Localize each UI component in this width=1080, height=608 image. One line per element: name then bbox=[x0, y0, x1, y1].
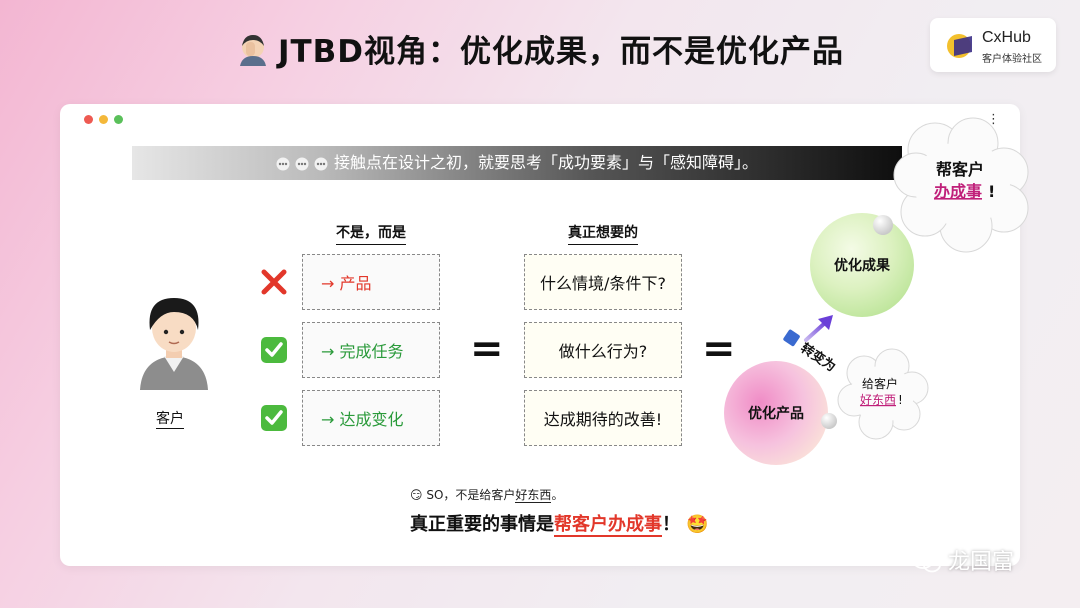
window-close-dot bbox=[84, 115, 93, 124]
watermark-text: 龙国富 bbox=[948, 550, 1015, 575]
conclusion-highlight: 帮客户办成事 bbox=[554, 514, 662, 537]
transform-arrowhead-icon bbox=[818, 315, 833, 330]
not-product-box: → 产品 bbox=[302, 254, 440, 310]
decor-ball bbox=[873, 215, 893, 235]
decor-ball bbox=[821, 413, 837, 429]
banner: 接触点在设计之初，就要思考「成功要素」与「感知障碍」。 bbox=[132, 146, 902, 180]
note-suffix: 。 bbox=[551, 488, 564, 502]
star-struck-emoji-icon: 🤩 bbox=[686, 514, 709, 535]
cloud-help-customer: 帮客户 办成事 ! bbox=[893, 117, 1029, 253]
so-note: 😏 SO，不是给客户好东西。 bbox=[410, 486, 563, 503]
cloud-good-stuff: 给客户 好东西 ! bbox=[837, 348, 929, 440]
cloud-small-end: ! bbox=[898, 393, 903, 407]
banner-text: 接触点在设计之初，就要思考「成功要素」与「感知障碍」。 bbox=[333, 153, 758, 172]
cxhub-logo-icon bbox=[947, 34, 972, 58]
cloud-top-line2: 办成事 bbox=[934, 182, 982, 201]
transform-arrow-icon bbox=[804, 320, 828, 342]
improvement-box: 达成期待的改善! bbox=[524, 390, 682, 446]
outcome-bubble bbox=[810, 213, 914, 317]
context-box: 什么情境/条件下? bbox=[524, 254, 682, 310]
cloud-small-line1: 给客户 bbox=[862, 376, 898, 391]
logo-name: CxHub bbox=[982, 29, 1031, 46]
right-column-header: 真正想要的 bbox=[568, 222, 638, 245]
facepalm-emoji-icon bbox=[239, 35, 266, 66]
slide-window: ⋮ 接触点在设计之初，就要思考「成功要素」与「感知障碍」。 客户 不是，而是 真… bbox=[60, 104, 1020, 566]
wechat-icon bbox=[912, 551, 941, 573]
page-title: JTBD视角：优化成果，而不是优化产品 bbox=[0, 26, 1080, 71]
left-column-header: 不是，而是 bbox=[336, 222, 406, 245]
product-label: 优化产品 bbox=[748, 405, 804, 422]
equals-sign: = bbox=[470, 326, 504, 372]
wechat-watermark: 龙国富 bbox=[912, 544, 1014, 576]
page-title-text: JTBD视角：优化成果，而不是优化产品 bbox=[277, 34, 845, 70]
product-bubble bbox=[724, 361, 828, 465]
window-maximize-dot bbox=[114, 115, 123, 124]
transform-badge-icon bbox=[783, 329, 800, 347]
check-mark-icon bbox=[261, 337, 287, 363]
cloud-top-end: ! bbox=[988, 182, 995, 201]
note-prefix: SO，不是给客户 bbox=[426, 488, 516, 502]
note-highlight: 好东西 bbox=[515, 488, 552, 503]
cross-mark-icon bbox=[261, 269, 287, 295]
cloud-small-line2: 好东西 bbox=[860, 393, 896, 407]
equals-sign: = bbox=[702, 326, 736, 372]
cxhub-logo: CxHub 客户体验社区 bbox=[930, 18, 1056, 72]
conclusion-prefix: 真正重要的事情是 bbox=[410, 514, 554, 535]
logo-subtitle: 客户体验社区 bbox=[982, 54, 1042, 65]
conclusion: 真正重要的事情是帮客户办成事！ 🤩 bbox=[410, 510, 709, 537]
customer-label: 客户 bbox=[156, 408, 184, 429]
complete-task-box: → 完成任务 bbox=[302, 322, 440, 378]
conclusion-suffix: ！ bbox=[662, 514, 680, 535]
check-mark-icon bbox=[261, 405, 287, 431]
behavior-box: 做什么行为? bbox=[524, 322, 682, 378]
customer-avatar-icon bbox=[140, 298, 208, 390]
more-options-icon: ⋮ bbox=[987, 112, 1000, 127]
cloud-top-line1: 帮客户 bbox=[936, 160, 984, 179]
achieve-change-box: → 达成变化 bbox=[302, 390, 440, 446]
outcome-label: 优化成果 bbox=[834, 257, 891, 274]
smirk-emoji-icon: 😏 bbox=[410, 488, 423, 502]
speech-dots-icon bbox=[276, 157, 328, 171]
window-minimize-dot bbox=[99, 115, 108, 124]
